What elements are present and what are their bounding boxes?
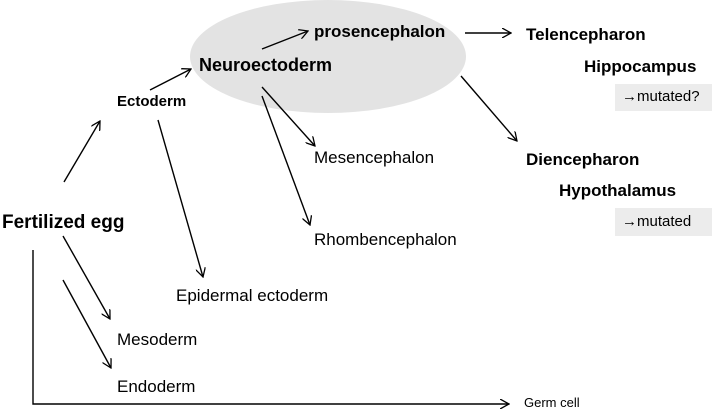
node-neuroectoderm: Neuroectoderm xyxy=(199,55,333,75)
arrow-neuro-to-rhombencephalon xyxy=(261,95,310,225)
arrow-ectoderm-to-neuroectoderm xyxy=(149,69,191,91)
hypothalamus-note-box xyxy=(615,208,712,236)
arrow-neuro-to-diencepharon xyxy=(460,75,517,141)
node-mesoderm: Mesoderm xyxy=(117,330,198,349)
node-diencepharon: Diencepharon xyxy=(526,150,640,169)
hippocampus-note-box xyxy=(615,84,712,111)
node-germ-cell: Germ cell xyxy=(524,395,580,410)
arrow-egg-to-endoderm xyxy=(62,279,111,368)
node-prosencephalon: prosencephalon xyxy=(314,22,446,41)
arrow-neuro-to-prosencephalon xyxy=(261,31,308,50)
arrow-egg-to-germ-cell xyxy=(32,250,509,404)
node-hypothalamus: Hypothalamus xyxy=(559,181,677,200)
arrow-neuro-to-mesencephalon xyxy=(261,86,315,146)
hypothalamus-mutation-note: →mutated xyxy=(622,213,692,230)
node-ectoderm: Ectoderm xyxy=(117,93,187,110)
node-telencepharon: Telencepharon xyxy=(526,25,646,44)
node-hippocampus: Hippocampus xyxy=(584,57,697,76)
node-epidermal-ectoderm: Epidermal ectoderm xyxy=(176,286,329,305)
node-mesencephalon: Mesencephalon xyxy=(314,148,435,167)
node-rhombencephalon: Rhombencephalon xyxy=(314,230,457,249)
arrow-egg-to-mesoderm xyxy=(62,235,110,319)
arrow-ectoderm-to-epidermal xyxy=(157,119,203,277)
neural-highlight-ellipse xyxy=(190,0,466,113)
node-fertilized-egg: Fertilized egg xyxy=(2,212,125,233)
hippocampus-mutation-note: →mutated? xyxy=(622,88,700,105)
arrow-egg-to-ectoderm xyxy=(63,121,100,183)
node-endoderm: Endoderm xyxy=(117,377,196,396)
